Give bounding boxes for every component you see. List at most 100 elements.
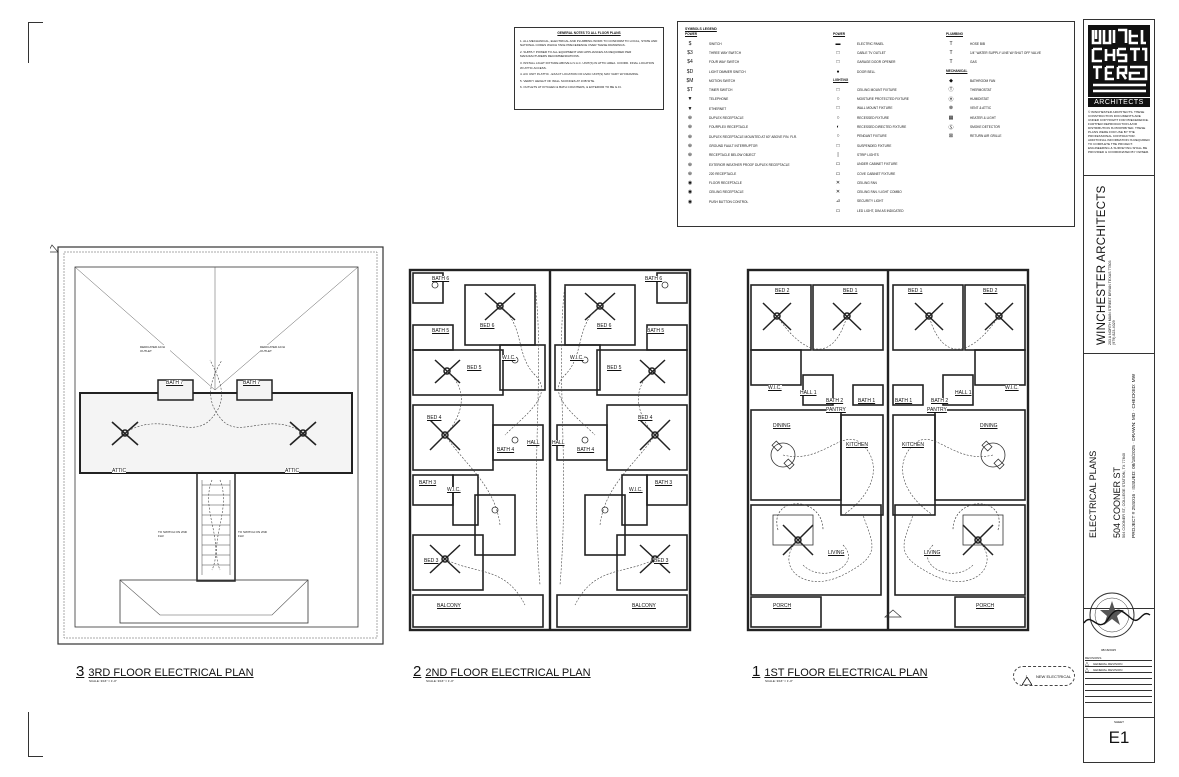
plan-note: TO SWITCH ON 2ND FLR xyxy=(238,530,268,538)
room-label: W.I.C. xyxy=(502,355,516,361)
legend-symbol-icon: ⊕ xyxy=(687,115,693,122)
legend-symbol-icon: ▭ xyxy=(835,207,841,214)
legend-label: GAS xyxy=(970,60,977,65)
room-label: BED 1 xyxy=(843,288,858,294)
legend-row: ◐RECESSED DIRECTED FIXTURE xyxy=(833,122,943,131)
note-item: 3. INSTALL LIGHT FIXTURE ABOVE H.V.A.C. … xyxy=(520,60,655,70)
plan-scale: SCALE: 3/16" = 1'-0" xyxy=(89,679,117,683)
project-address: 504 COONER ST, COLLEGE STATION, TX 77840 xyxy=(1122,452,1126,538)
legend-row: ⊕DUPLEX RECEPTACLE xyxy=(685,113,830,122)
room-label: DINING xyxy=(980,423,998,429)
legend-symbol-icon: □ xyxy=(836,105,840,112)
room-label: BED 1 xyxy=(908,288,923,294)
revisions-header: REVISIONS xyxy=(1085,656,1152,661)
legend-label: UNDER CABINET FIXTURE xyxy=(857,162,898,167)
title-block: ARCHITECTS © WINCHESTER ARCHITECTS. THES… xyxy=(1083,19,1155,763)
legend-row: ▬ELECTRIC PANEL xyxy=(833,39,943,48)
legend-row: ▭UNDER CABINET FIXTURE xyxy=(833,160,943,169)
legend-label: DOOR BELL xyxy=(857,69,876,74)
legend-row: ▭COVE CABINET FIXTURE xyxy=(833,169,943,178)
room-label: BATH 7 xyxy=(166,380,184,386)
legend-symbol-icon: ⊕ xyxy=(687,142,693,149)
legend-label: EXTERIOR WEATHER PROOF DUPLEX RECEPTACLE xyxy=(709,162,790,167)
room-label: BED 4 xyxy=(638,415,653,421)
legend-symbol-icon: | xyxy=(837,151,839,158)
room-label: W.I.C. xyxy=(768,385,782,391)
legend-symbol-icon: ⊕ xyxy=(687,161,693,168)
room-label: LIVING xyxy=(828,550,845,556)
legend-symbol-icon: ▼ xyxy=(687,105,693,112)
legend-symbol-icon: ▬ xyxy=(835,40,841,47)
legend-row: ⊿SECURITY LIGHT xyxy=(833,197,943,206)
legend-symbol-icon: ● xyxy=(836,68,840,75)
second-floor-plan xyxy=(408,268,692,632)
legend-row: □CABLE TV OUTLET xyxy=(833,48,943,57)
room-label: W.I.C. xyxy=(447,487,461,493)
crop-mark-top-left xyxy=(28,22,43,63)
note-item: 5. VERIFY HEIGHT OF WALL SCONCES AT JOB … xyxy=(520,78,595,83)
legend-row: ⊕ EXTERIOR WEATHER PROOF DUPLEX RECEPTACL… xyxy=(685,160,830,169)
project-box: ELECTRICAL PLANS 504 COONER ST 504 COONE… xyxy=(1084,353,1154,609)
legend-symbol-icon: T xyxy=(949,40,953,47)
legend-symbol-icon: ◉ xyxy=(687,189,693,196)
legend-row: ⊕220 RECEPTACLE xyxy=(685,169,830,178)
room-label: BALCONY xyxy=(632,603,656,609)
room-label: PORCH xyxy=(976,603,995,609)
legend-row: ○RECESSED FIXTURE xyxy=(833,113,943,122)
legend-symbol-icon: ✕ xyxy=(835,189,841,196)
revision-cloud-label: NEW ELECTRICAL xyxy=(1036,673,1072,679)
winchester-logo xyxy=(1088,25,1150,97)
plan-scale: SCALE: 3/16" = 1'-0" xyxy=(426,679,454,683)
legend-symbol-icon: $M xyxy=(686,77,694,84)
sheet-number-box: SHEET E1 xyxy=(1084,717,1154,763)
room-label: BED 3 xyxy=(424,558,439,564)
plan-number: 3 xyxy=(76,663,85,680)
legend-label: PUSH BUTTON CONTROL xyxy=(709,199,749,204)
room-label: KITCHEN xyxy=(902,442,924,448)
legend-label: RETURN AIR GRILLE xyxy=(970,134,1002,139)
legend-symbol-icon: ▭ xyxy=(835,170,841,177)
architect-seal xyxy=(1083,592,1151,638)
legend-label: TELEPHONE xyxy=(709,97,729,102)
project-name: 504 COONER ST xyxy=(1112,466,1122,538)
legend-row: □SUSPENDED FIXTURE xyxy=(833,141,943,150)
legend-symbol-icon: $T xyxy=(687,87,693,94)
room-label: BATH 6 xyxy=(432,276,450,282)
legend-row: ⊠RETURN AIR GRILLE xyxy=(946,132,1074,141)
legend-symbol-icon: $ xyxy=(688,40,692,47)
legend-label: WALL MOUNT FIXTURE xyxy=(857,106,893,111)
room-label: BED 2 xyxy=(775,288,790,294)
legend-symbol-icon: ◆ xyxy=(949,77,953,84)
sheet-title: ELECTRICAL PLANS xyxy=(1088,450,1098,538)
firm-phone: (979) 823-4029 xyxy=(1112,320,1116,345)
room-label: BED 2 xyxy=(983,288,998,294)
third-floor-plan xyxy=(50,244,384,645)
room-label: W.I.C. xyxy=(570,355,584,361)
legend-label: HEATER & LIGHT xyxy=(970,115,996,120)
legend-symbol-icon: $4 xyxy=(687,59,693,66)
legend-section-power: POWER xyxy=(685,32,698,36)
logo-box: ARCHITECTS © WINCHESTER ARCHITECTS. THES… xyxy=(1084,20,1154,176)
plan-scale: SCALE: 3/16" = 1'-0" xyxy=(765,679,793,683)
legend-symbol-icon: ⊕ xyxy=(687,124,693,131)
legend-label: MOTION SWITCH xyxy=(709,78,736,83)
legend-symbol-icon: ⊕ xyxy=(687,152,693,159)
room-label: BED 4 xyxy=(427,415,442,421)
revision-triangle-icon: 1 xyxy=(1021,672,1033,686)
room-label: ATTIC xyxy=(112,468,127,474)
first-floor-plan xyxy=(746,268,1030,632)
sheet-number: E1 xyxy=(1108,728,1130,747)
room-label: KITCHEN xyxy=(846,442,868,448)
legend-section-lighting: LIGHTING xyxy=(833,78,849,83)
firm-name-vertical: WINCHESTER ARCHITECTS 203 A NORTH MAIN S… xyxy=(1096,185,1116,345)
crop-mark-bottom-left xyxy=(28,712,43,757)
legend-symbol-icon: ⊕ xyxy=(687,170,693,177)
legend-symbol-icon: ○ xyxy=(836,114,840,121)
legend-label: CEILING RECEPTACLE xyxy=(709,190,744,195)
